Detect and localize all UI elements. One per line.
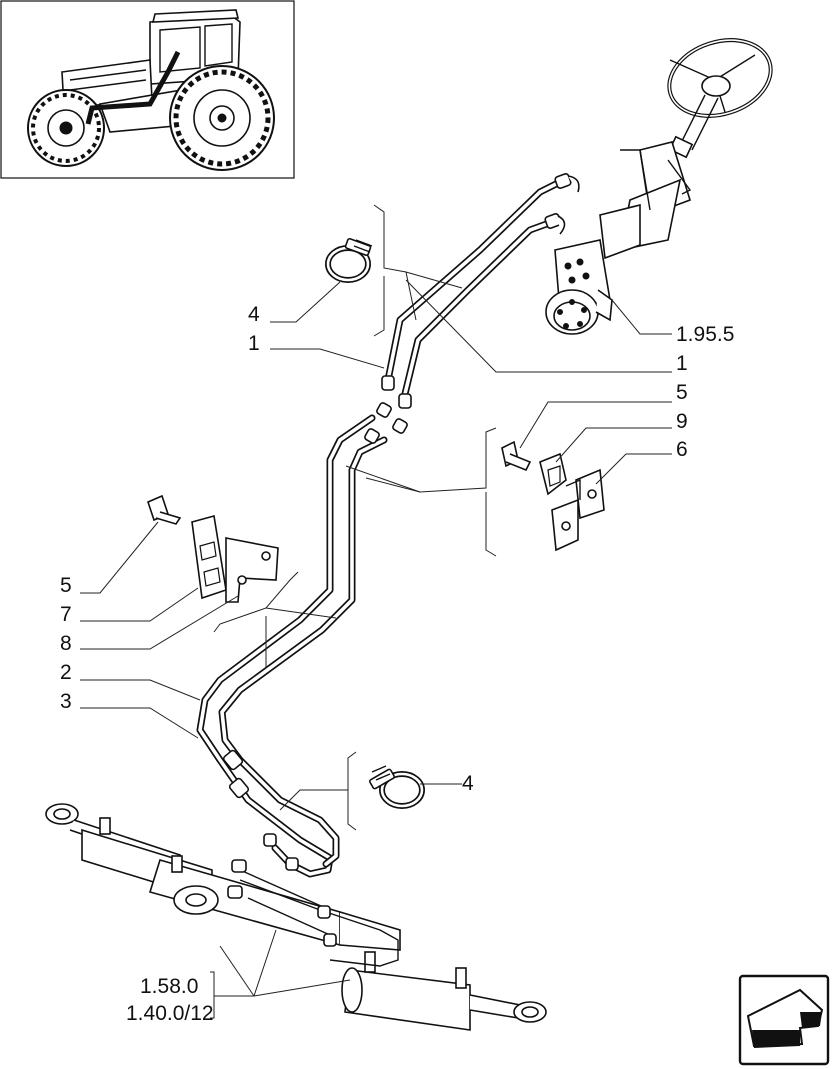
label-part-3: 3	[60, 690, 72, 713]
hose-clamp-upper	[325, 237, 373, 283]
previous-page-arrow-icon[interactable]	[738, 974, 830, 1066]
label-part-4-lower: 4	[462, 772, 474, 795]
steering-column	[545, 38, 773, 335]
tractor-location-inset-icon	[27, 9, 275, 171]
label-part-2: 2	[60, 661, 72, 684]
label-part-5-left: 5	[60, 574, 72, 597]
hose-clamp-lower	[369, 765, 425, 809]
upper-hose-pair	[376, 173, 580, 434]
long-hose-pair	[196, 414, 388, 878]
steering-cylinder	[45, 803, 547, 1031]
label-part-7: 7	[60, 603, 72, 626]
label-part-4-upper: 4	[248, 303, 260, 326]
label-part-1-left: 1	[248, 332, 260, 355]
callout-labels: 4 1 1.95.5 1 5 9 6 5 7 8 2 3 4 1.58.0 1.…	[60, 303, 734, 1025]
label-ref-cylinder-1: 1.58.0	[140, 975, 198, 998]
label-part-6: 6	[676, 438, 688, 461]
bracket-group-left	[147, 494, 279, 603]
label-part-8: 8	[60, 632, 72, 655]
tractor-inset	[0, 0, 295, 179]
label-part-5-right: 5	[676, 381, 688, 404]
bracket-group-right	[501, 440, 605, 552]
label-part-9: 9	[676, 410, 688, 433]
label-ref-cylinder-2: 1.40.0/12	[126, 1002, 214, 1025]
leader-lines	[80, 204, 672, 1019]
label-part-1-right: 1	[676, 352, 688, 375]
label-ref-steering-unit: 1.95.5	[676, 323, 734, 346]
